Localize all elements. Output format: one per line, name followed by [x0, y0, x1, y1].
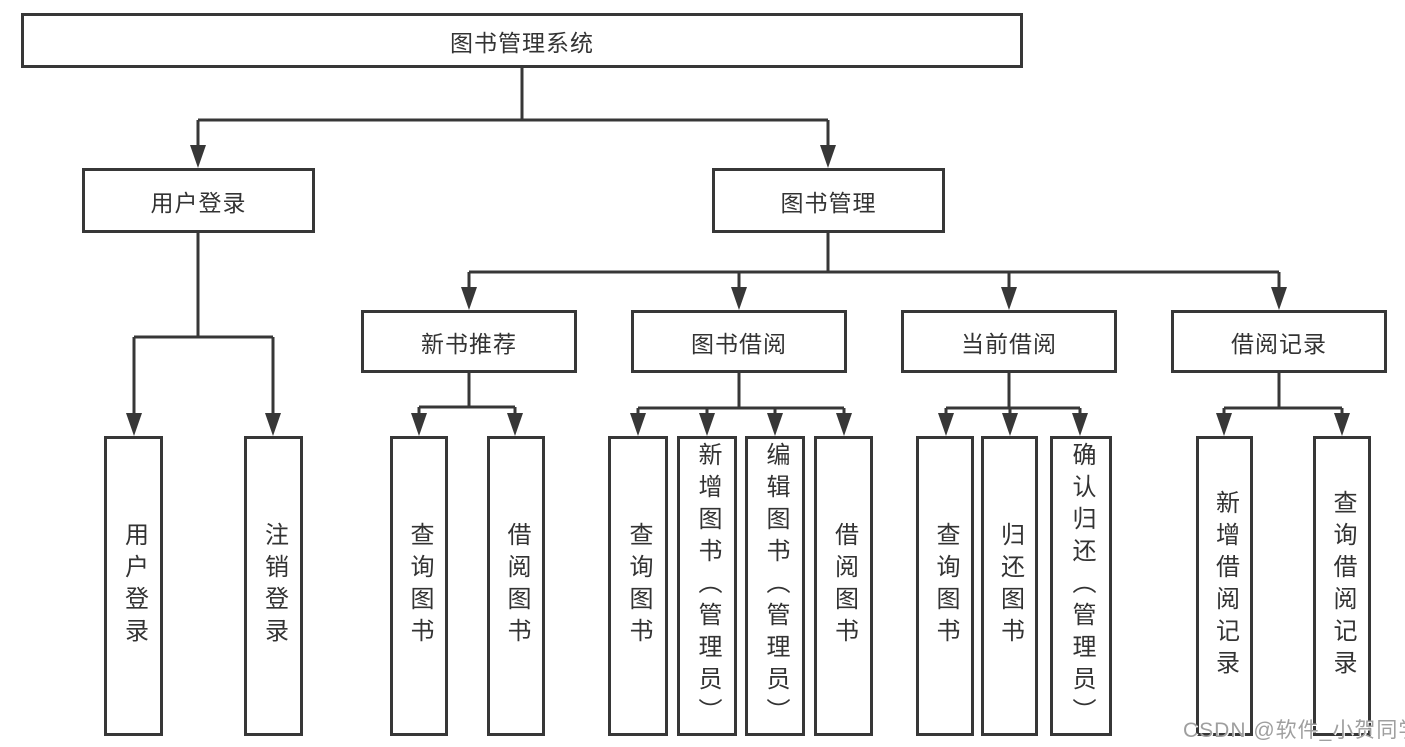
leaf-borrow-books-recommend: 借阅图书 [487, 436, 545, 736]
node-user-login: 用户登录 [82, 168, 315, 233]
node-current-borrowing: 当前借阅 [901, 310, 1117, 373]
leaf-query-books-current: 查询图书 [916, 436, 974, 736]
node-library-management-system: 图书管理系统 [21, 13, 1023, 68]
node-book-borrowing: 图书借阅 [631, 310, 847, 373]
leaf-add-borrow-record: 新增借阅记录 [1196, 436, 1253, 736]
leaf-edit-books-admin: 编辑图书（管理员） [745, 436, 805, 736]
leaf-query-books-recommend: 查询图书 [390, 436, 448, 736]
node-borrowing-records: 借阅记录 [1171, 310, 1387, 373]
leaf-confirm-return-admin: 确认归还（管理员） [1050, 436, 1112, 736]
leaf-query-borrow-record: 查询借阅记录 [1313, 436, 1371, 736]
node-new-book-recommend: 新书推荐 [361, 310, 577, 373]
node-book-management: 图书管理 [712, 168, 945, 233]
leaf-query-books-borrowing: 查询图书 [608, 436, 668, 736]
leaf-borrow-books: 借阅图书 [814, 436, 873, 736]
leaf-return-books: 归还图书 [981, 436, 1038, 736]
leaf-user-login: 用户登录 [104, 436, 163, 736]
csdn-watermark: CSDN @软件_小贺同学 [1183, 719, 1405, 742]
leaf-add-books-admin: 新增图书（管理员） [677, 436, 737, 736]
leaf-logout: 注销登录 [244, 436, 303, 736]
